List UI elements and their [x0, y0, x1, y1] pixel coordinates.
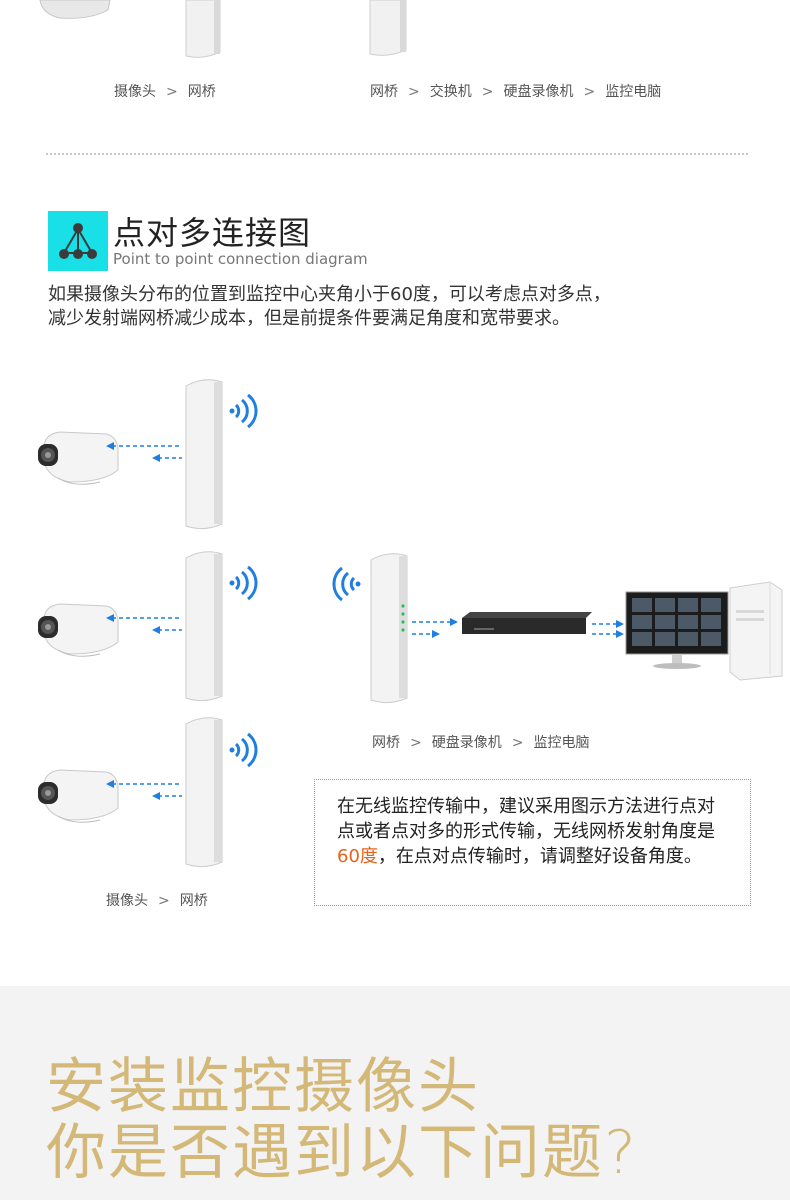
- camera-bridge-row-2: [37, 551, 258, 702]
- monitor-icon: [625, 591, 729, 669]
- bottom-banner: 安装监控摄像头 你是否遇到以下问题?: [0, 986, 790, 1200]
- camera-icon: [37, 769, 119, 823]
- receiver-group: [332, 553, 783, 704]
- bridge-icon: [370, 553, 408, 704]
- wifi-signal-icon: [228, 732, 258, 768]
- flow-step: 网桥: [372, 735, 400, 751]
- signal-arrows: [592, 620, 624, 638]
- top-flow-left: 摄像头 > 网桥: [114, 81, 216, 101]
- camera-bridge-row-1: [37, 379, 258, 530]
- network-topology-icon: [48, 211, 108, 271]
- note-text-part: ，在点对点传输时，请调整好设备角度。: [377, 846, 702, 867]
- wifi-signal-icon: [332, 566, 362, 602]
- flow-step: 硬盘录像机: [431, 735, 502, 751]
- bridge-icon: [185, 0, 221, 58]
- flow-step: 网桥: [370, 84, 398, 100]
- wifi-signal-icon: [228, 393, 258, 429]
- flow-separator: >: [410, 735, 422, 751]
- section-subtitle: Point to point connection diagram: [113, 250, 368, 268]
- flow-step: 监控电脑: [605, 84, 662, 100]
- bridge-icon: [185, 551, 223, 702]
- flow-step: 摄像头: [106, 893, 148, 909]
- camera-icon: [39, 0, 111, 19]
- flow-separator: >: [158, 893, 170, 909]
- section-divider: [46, 153, 748, 155]
- flow-separator: >: [511, 735, 524, 751]
- camera-icon: [37, 603, 119, 657]
- flow-step: 交换机: [429, 84, 472, 100]
- pc-tower-icon: [729, 581, 783, 681]
- banner-question: 你是否遇到以下问题?: [46, 1118, 638, 1188]
- camera-bridge-row-3: [37, 717, 258, 868]
- flow-step: 网桥: [179, 893, 208, 909]
- diagram-flow-center: 网桥 > 硬盘录像机 > 监控电脑: [372, 732, 589, 752]
- note-text-part: 在无线监控传输中，建议采用图示方法进行点对点或者点对多的形式传输，无线网桥发射角…: [337, 796, 715, 842]
- flow-separator: >: [408, 84, 420, 100]
- top-device-strip: [0, 0, 790, 70]
- flow-step: 网桥: [187, 84, 216, 100]
- top-flow-right: 网桥 > 交换机 > 硬盘录像机 > 监控电脑: [370, 81, 661, 101]
- top-devices-illustration: [39, 0, 407, 58]
- description-line: 如果摄像头分布的位置到监控中心夹角小于60度，可以考虑点对多点，: [48, 284, 611, 305]
- flow-separator: >: [583, 84, 596, 100]
- note-box: 在无线监控传输中，建议采用图示方法进行点对点或者点对多的形式传输，无线网桥发射角…: [314, 779, 751, 906]
- flow-step: 摄像头: [114, 84, 156, 100]
- note-text: 在无线监控传输中，建议采用图示方法进行点对点或者点对多的形式传输，无线网桥发射角…: [337, 794, 732, 869]
- signal-arrows: [412, 618, 458, 638]
- wifi-signal-icon: [228, 565, 258, 601]
- connection-diagram: [0, 370, 790, 880]
- section-title: 点对多连接图: [113, 214, 312, 252]
- flow-separator: >: [166, 84, 178, 100]
- diagram-illustration: [37, 379, 783, 868]
- diagram-flow-left: 摄像头 > 网桥: [106, 890, 208, 910]
- bridge-icon: [185, 717, 223, 868]
- bridge-icon: [369, 0, 407, 56]
- banner-headline: 安装监控摄像头: [46, 1052, 480, 1122]
- note-highlight: 60度: [337, 846, 378, 867]
- nvr-icon: [462, 612, 592, 634]
- flow-separator: >: [481, 84, 494, 100]
- bridge-icon: [185, 379, 223, 530]
- camera-icon: [37, 431, 119, 485]
- flow-step: 硬盘录像机: [503, 84, 574, 100]
- section-description: 如果摄像头分布的位置到监控中心夹角小于60度，可以考虑点对多点， 减少发射端网桥…: [48, 283, 768, 331]
- description-line: 减少发射端网桥减少成本，但是前提条件要满足角度和宽带要求。: [48, 308, 570, 329]
- flow-step: 监控电脑: [533, 735, 590, 751]
